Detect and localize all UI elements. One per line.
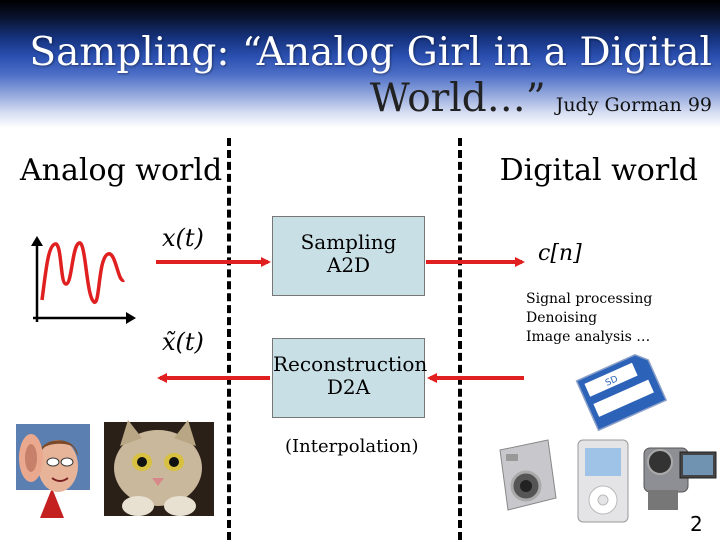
cat-photo [104, 420, 214, 516]
continuous-signal-label: x(t) [162, 224, 204, 252]
slide-title-line2: World…” Judy Gorman 99 [370, 76, 712, 121]
interpolation-note: (Interpolation) [285, 436, 419, 457]
digital-camera-photo [499, 439, 557, 511]
slide-title-line1: Sampling: “Analog Girl in a Digital [29, 30, 712, 75]
processing-list: Signal processing Denoising Image analys… [526, 290, 652, 347]
music-player-photo [577, 439, 629, 523]
waveform-plot-icon [31, 236, 136, 324]
listening-man-photo [16, 424, 90, 518]
processing-item: Denoising [526, 310, 598, 326]
title-attribution: Judy Gorman 99 [555, 94, 712, 116]
sd-card-photo: SD [575, 354, 668, 432]
reconstruction-block-line2: D2A [326, 375, 371, 399]
digital-boundary-line [458, 138, 462, 540]
sampling-block-line2: A2D [326, 253, 371, 277]
reconstruction-block-line1: Reconstruction [273, 352, 428, 376]
reconstructed-signal-label: x̃(t) [162, 328, 204, 356]
discrete-signal-label: c[n] [538, 241, 582, 266]
processing-item: Image analysis … [526, 329, 651, 345]
svg-text:SD: SD [604, 374, 620, 388]
analog-boundary-line [227, 138, 231, 540]
sampling-block: Sampling A2D [272, 216, 425, 296]
processing-item: Signal processing [526, 291, 653, 307]
slide-title-line2-text: World…” [369, 76, 546, 121]
camcorder-photo [643, 447, 717, 510]
digital-world-label: Digital world [499, 153, 698, 188]
analog-world-label: Analog world [20, 153, 223, 188]
sampling-block-line1: Sampling [300, 230, 397, 254]
title-banner [0, 0, 720, 128]
page-number: 2 [690, 512, 703, 536]
reconstruction-block: Reconstruction D2A [272, 338, 428, 418]
